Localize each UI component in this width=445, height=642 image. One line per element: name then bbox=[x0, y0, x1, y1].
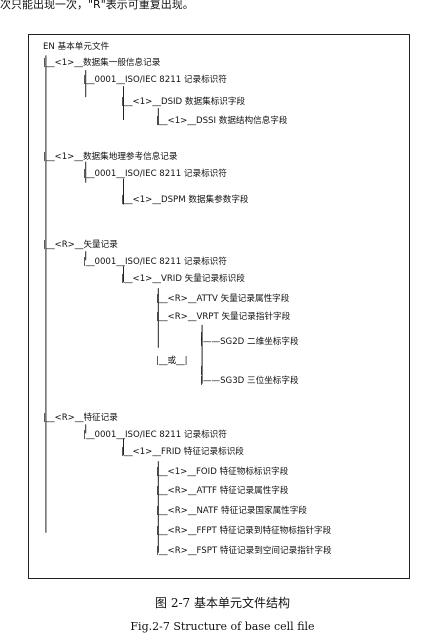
node-branch-bar-2: | bbox=[200, 366, 203, 376]
caption-english: Fig.2-7 Structure of base cell file bbox=[130, 620, 315, 633]
node-attv-field: |__<R>__ATTV 矢量记录属性字段 bbox=[156, 294, 290, 304]
node-vector-record: |__<R>__矢量记录 bbox=[43, 240, 118, 250]
node-or-separator: |__或__| bbox=[156, 356, 188, 366]
node-dssi-field: |__<1>__DSSI 数据结构信息字段 bbox=[156, 116, 288, 126]
node-foid-field: |__<1>__FOID 特征物标标识字段 bbox=[156, 467, 289, 477]
top-text-fragment: 次只能出现一次，"R"表示可重复出现。 bbox=[0, 0, 194, 11]
node-dsid-record-identifier: |__0001__ISO/IEC 8211 记录标识符 bbox=[83, 75, 227, 85]
node-natf-field: |__<R>__NATF 特征记录国家属性字段 bbox=[156, 506, 307, 516]
node-attf-field: |__<R>__ATTF 特征记录属性字段 bbox=[156, 486, 289, 496]
node-dspm-field: |__<1>__DSPM 数据集参数字段 bbox=[121, 195, 249, 205]
node-vrid-field: |__<1>__VRID 矢量记录标识段 bbox=[121, 274, 245, 284]
root-node: EN 基本单元文件 bbox=[43, 42, 110, 52]
caption-chinese: 图 2-7 基本单元文件结构 bbox=[155, 596, 290, 610]
node-sg2d-field: |——SG2D 二维坐标字段 bbox=[200, 337, 299, 347]
node-fspt-field: |__<R>__FSPT 特征记录到空间记录指针字段 bbox=[156, 546, 332, 556]
node-feature-record: |__<R>__特征记录 bbox=[43, 413, 118, 423]
node-vrpt-field: |__<R>__VRPT 矢量记录指针字段 bbox=[156, 312, 291, 322]
node-branch-bar-1: | bbox=[200, 332, 203, 342]
node-georef-record: |__<1>__数据集地理参考信息记录 bbox=[43, 152, 178, 162]
figure-box: EN 基本单元文件 |__<1>__数据集一般信息记录 |__0001__ISO… bbox=[28, 34, 410, 579]
node-ffpt-field: |__<R>__FFPT 特征记录到特征物标指针字段 bbox=[156, 526, 332, 536]
node-dsid-field: |__<1>__DSID 数据集标识字段 bbox=[121, 97, 246, 107]
node-sg3d-field: |——SG3D 三位坐标字段 bbox=[200, 376, 299, 386]
node-georef-record-identifier: |__0001__ISO/IEC 8211 记录标识符 bbox=[83, 169, 227, 179]
node-vector-record-identifier: |__0001__ISO/IEC 8211 记录标识符 bbox=[83, 257, 227, 267]
node-frid-field: |__<1>__FRID 特征记录标识段 bbox=[121, 447, 244, 457]
tree-connector-lines bbox=[45, 55, 203, 553]
node-dataset-general-record: |__<1>__数据集一般信息记录 bbox=[43, 58, 161, 68]
node-feature-record-identifier: |__0001__ISO/IEC 8211 记录标识符 bbox=[83, 430, 227, 440]
